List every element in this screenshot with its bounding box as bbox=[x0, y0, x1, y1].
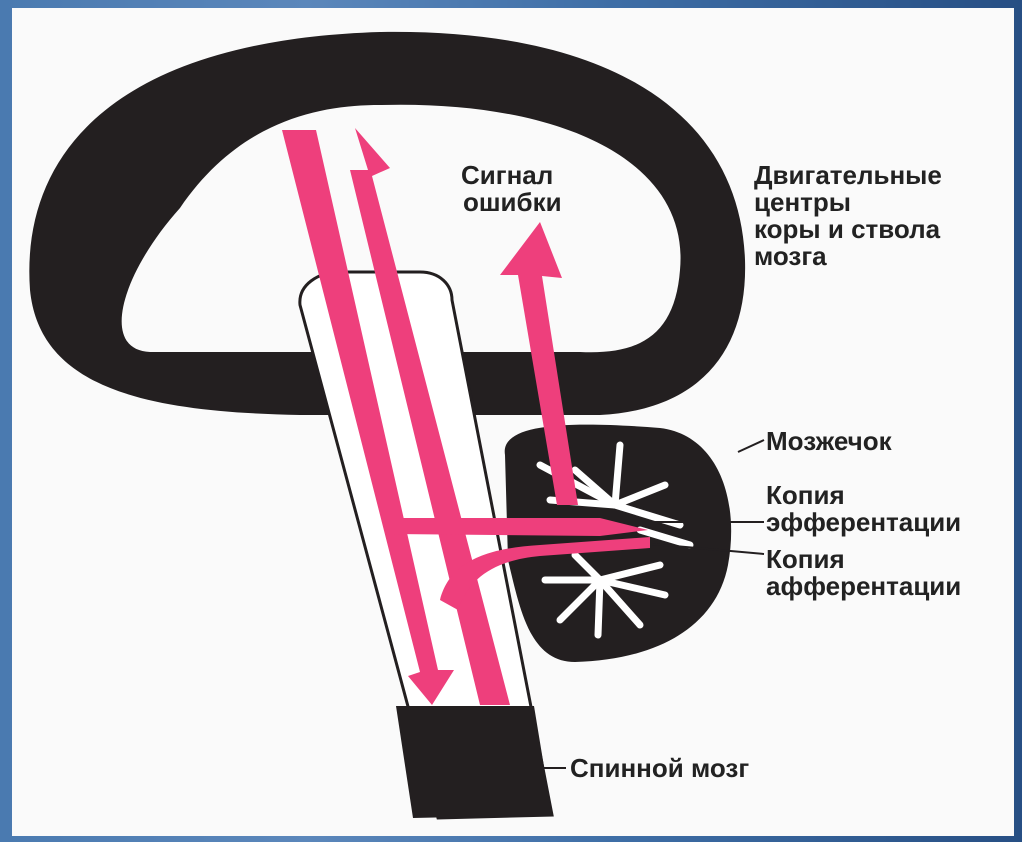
efferent-copy-branch bbox=[392, 518, 648, 536]
label-error-signal-line-2: ошибки bbox=[463, 189, 562, 216]
label-afferent-copy-line-2: афферентации bbox=[766, 573, 961, 600]
label-motor-centers-line-4: мозга bbox=[754, 243, 942, 270]
label-motor-centers: Двигательные центры коры и ствола мозга bbox=[754, 162, 942, 270]
label-motor-centers-line-3: коры и ствола bbox=[754, 216, 942, 243]
label-motor-centers-line-1: Двигательные bbox=[754, 162, 942, 189]
label-motor-centers-line-2: центры bbox=[754, 189, 942, 216]
spinal-cord-segment bbox=[396, 706, 552, 818]
label-efferent-copy-line-1: Копия bbox=[766, 482, 961, 509]
label-error-signal: Сигнал ошибки bbox=[461, 162, 562, 216]
label-efferent-copy: Копия эфферентации bbox=[766, 482, 961, 536]
label-spinal-cord: Спинной мозг bbox=[570, 755, 749, 782]
label-cerebellum: Мозжечок bbox=[766, 428, 892, 455]
label-afferent-copy: Копия афферентации bbox=[766, 546, 961, 600]
label-error-signal-line-1: Сигнал bbox=[461, 162, 562, 189]
label-afferent-copy-line-1: Копия bbox=[766, 546, 961, 573]
label-efferent-copy-line-2: эфферентации bbox=[766, 509, 961, 536]
